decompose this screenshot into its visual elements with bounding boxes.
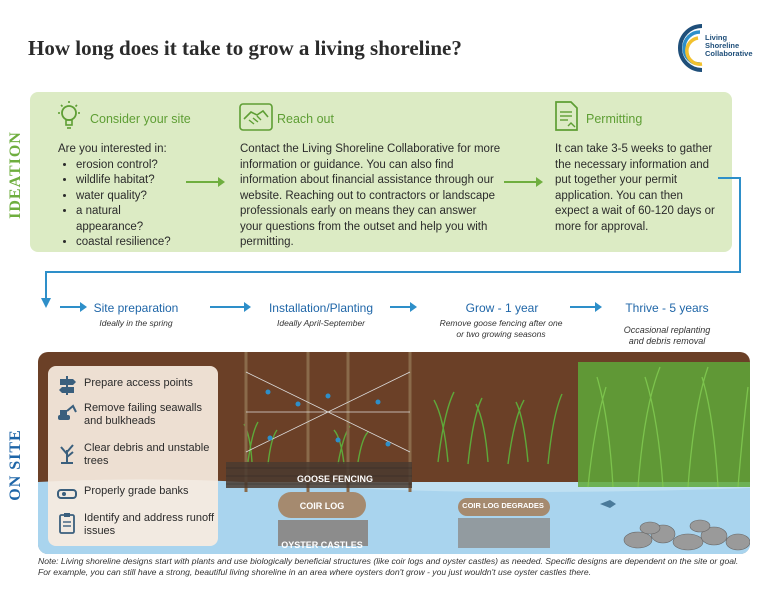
step-body-permitting: It can take 3-5 weeks to gather the nece… [555, 143, 715, 233]
step-title-reach-out: Reach out [277, 112, 334, 126]
list-item: wildlife habitat? [76, 173, 208, 189]
step-title-permitting: Permitting [586, 112, 643, 126]
footnote: Note: Living shoreline designs start wit… [38, 556, 739, 577]
excavator-icon [58, 404, 77, 420]
arrow-right-icon [244, 302, 251, 312]
signpost-icon [59, 376, 76, 395]
list-item: a natural appearance? [76, 204, 186, 235]
list-item: coastal resilience? [76, 235, 208, 251]
arrow-right-icon [186, 177, 225, 187]
document-icon [555, 101, 578, 131]
list-item: water quality? [76, 189, 208, 205]
handshake-icon [239, 103, 273, 131]
interest-list: erosion control? wildlife habitat? water… [58, 158, 208, 251]
page-title: How long does it take to grow a living s… [28, 36, 462, 60]
flow-connector [41, 177, 741, 308]
list-item: Remove failing seawalls and bulkheads [56, 402, 216, 432]
step-intro: Are you interested in: [58, 143, 167, 155]
logo-text-line1: Living [705, 33, 728, 42]
logo-text-line2: Shoreline [705, 41, 740, 50]
clipboard-icon [59, 513, 75, 534]
list-item: Prepare access points [56, 374, 216, 404]
stage-subtitle-grow: Remove goose fencing after one or two gr… [439, 318, 563, 339]
stage-title-installation: Installation/Planting [268, 301, 374, 315]
stage-flow-arrows [60, 302, 602, 312]
oyster-castles-label: OYSTER CASTLES [281, 540, 363, 550]
ideation-panel [30, 92, 732, 252]
arrow-right-icon [80, 302, 87, 312]
stage-subtitle-installation: Ideally April-September [276, 318, 366, 328]
thrive-subtitle-box: Occasional replanting and debris removal [616, 322, 718, 350]
tree-stump-icon [60, 444, 74, 464]
lightbulb-icon [58, 101, 80, 129]
stage-title-site-preparation: Site preparation [93, 301, 179, 315]
stage-subtitle-thrive: Occasional replanting and debris removal [623, 325, 711, 346]
list-item: Identify and address runoff issues [56, 512, 216, 542]
arrow-right-icon [595, 302, 602, 312]
site-prep-checklist: Prepare access points Remove failing sea… [48, 366, 218, 546]
step-body-reach-out: Contact the Living Shoreline Collaborati… [240, 143, 501, 248]
coir-log-label: COIR LOG [299, 501, 345, 511]
stage-title-thrive: Thrive - 5 years [612, 301, 722, 315]
list-item: erosion control? [76, 158, 208, 174]
logo: Living Shoreline Collaborative [678, 20, 756, 76]
on-site-section-label: ON SITE [7, 429, 24, 501]
step-body-consider-site: Are you interested in: erosion control? … [58, 142, 208, 251]
grading-tool-icon [57, 489, 77, 499]
stage-title-grow: Grow - 1 year [465, 301, 539, 315]
list-item: Properly grade banks [56, 482, 216, 512]
list-item: Clear debris and unstable trees [56, 442, 216, 472]
stage-subtitle-site-preparation: Ideally in the spring [99, 318, 173, 328]
coir-log-degrades-label: COIR LOG DEGRADES [462, 501, 544, 510]
logo-text-line3: Collaborative [705, 49, 753, 58]
arrow-right-icon [410, 302, 417, 312]
logo-swirl-icon [678, 24, 703, 72]
ideation-section-label: IDEATION [7, 131, 24, 219]
goose-fencing-label: GOOSE FENCING [296, 474, 373, 484]
arrow-right-icon [504, 177, 543, 187]
step-title-consider-site: Consider your site [90, 112, 191, 126]
